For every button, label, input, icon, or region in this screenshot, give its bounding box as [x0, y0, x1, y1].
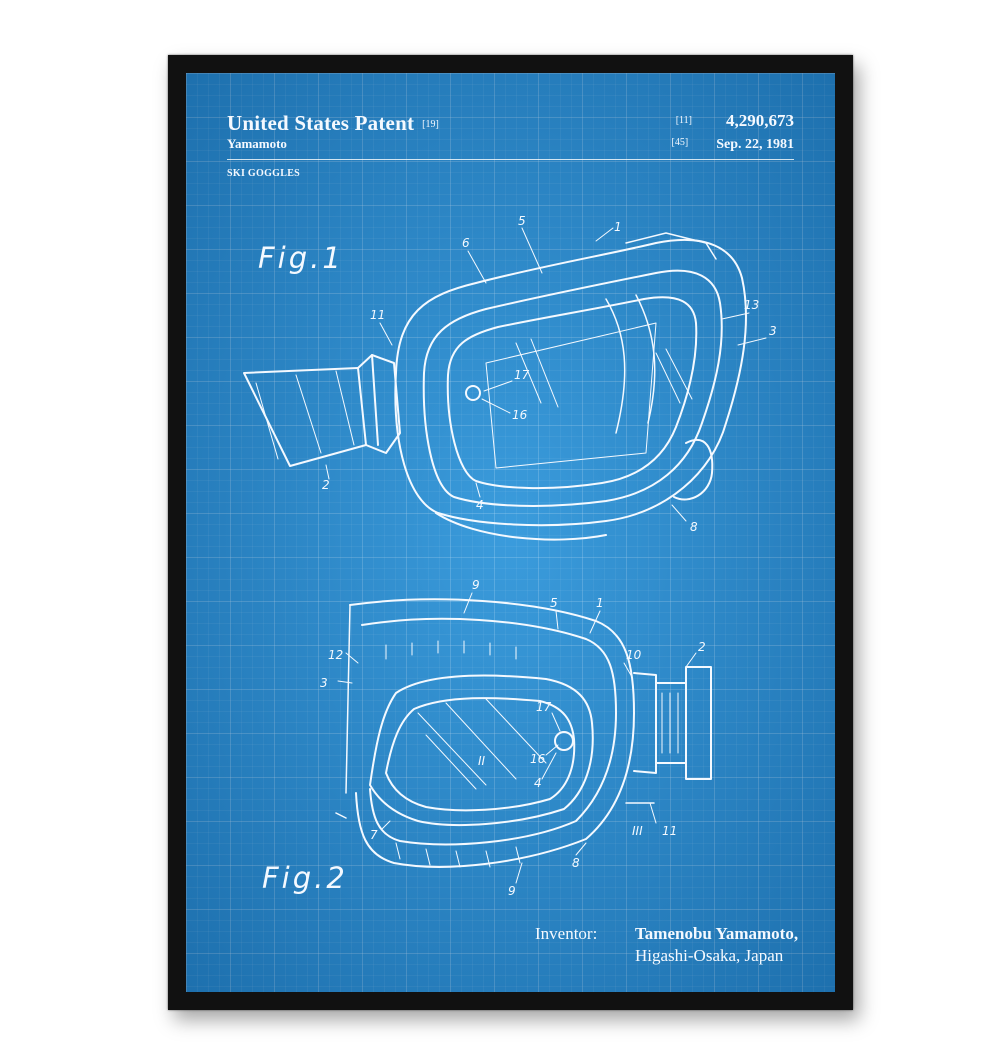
fig1-ref: 8 — [690, 520, 698, 534]
fig2-ref: 8 — [572, 856, 580, 870]
fig1-strap — [243, 354, 401, 467]
fig2-ref: 2 — [698, 640, 706, 654]
fig1-refs: 1 5 6 11 13 3 17 16 2 4 8 — [322, 214, 777, 534]
fig1-label: Fig.1 — [258, 241, 344, 275]
fig1-ref: 4 — [476, 498, 484, 512]
fig2-ref: 9 — [472, 578, 480, 592]
fig2-ref: 1 — [596, 596, 604, 610]
fig2-body — [335, 598, 712, 868]
inventor-label: Inventor: — [535, 924, 598, 943]
patent-date-code: [45] — [671, 137, 689, 148]
fig1-ref: 13 — [744, 298, 759, 312]
fig2-ref: 5 — [550, 596, 558, 610]
fig1-ref: 6 — [462, 236, 470, 250]
patent-number-code: [11] — [675, 115, 692, 126]
fig1-ref: 3 — [769, 324, 777, 338]
fig1-ref: 5 — [518, 214, 526, 228]
patent-title: United States Patent — [227, 111, 415, 135]
patent-subject: SKI GOGGLES — [227, 168, 301, 179]
fig1-ref: 17 — [514, 368, 530, 382]
patent-date: Sep. 22, 1981 — [716, 137, 794, 152]
fig1-ref: 2 — [322, 478, 330, 492]
fig2-ref: 3 — [320, 676, 328, 690]
fig2-ref: 7 — [370, 828, 378, 842]
fig2-section-mark: III — [632, 824, 643, 838]
fig2-ref: 16 — [530, 752, 546, 766]
fig2-ref: 17 — [536, 700, 552, 714]
fig1-ref: 1 — [614, 220, 622, 234]
fig2-refs: 9 5 1 10 2 12 3 17 16 4 7 8 9 11 II III — [320, 578, 706, 898]
fig2-ref: 4 — [534, 776, 542, 790]
fig1-ref: 11 — [370, 308, 385, 322]
patent-header: United States Patent [19] [11] 4,290,673 Y… — [227, 111, 794, 179]
patent-title-code: [19] — [422, 119, 439, 130]
goggles-drawing: 1 5 6 11 13 3 17 16 2 4 8 9 5 1 10 2 12 … — [243, 214, 777, 898]
patent-number: 4,290,673 — [726, 111, 794, 130]
fig2-ref: 9 — [508, 884, 516, 898]
fig2-label: Fig.2 — [262, 861, 348, 895]
inventor-block: Inventor: Tamenobu Yamamoto, Higashi-Osak… — [535, 923, 798, 967]
patent-assignee: Yamamoto — [227, 136, 287, 151]
header-rule — [227, 159, 794, 160]
inventor-location: Higashi-Osaka, Japan — [635, 946, 784, 965]
blueprint-print: United States Patent [19] [11] 4,290,673 Y… — [186, 73, 835, 992]
poster-frame: United States Patent [19] [11] 4,290,673 Y… — [168, 55, 853, 1010]
fig2-section-mark: II — [478, 754, 486, 768]
fig2-ref: 10 — [626, 648, 642, 662]
fig2-ref: 11 — [662, 824, 677, 838]
fig1-body — [394, 232, 747, 541]
inventor-name: Tamenobu Yamamoto, — [635, 924, 799, 943]
fig2-ref: 12 — [328, 648, 343, 662]
fig1-ref: 16 — [512, 408, 528, 422]
